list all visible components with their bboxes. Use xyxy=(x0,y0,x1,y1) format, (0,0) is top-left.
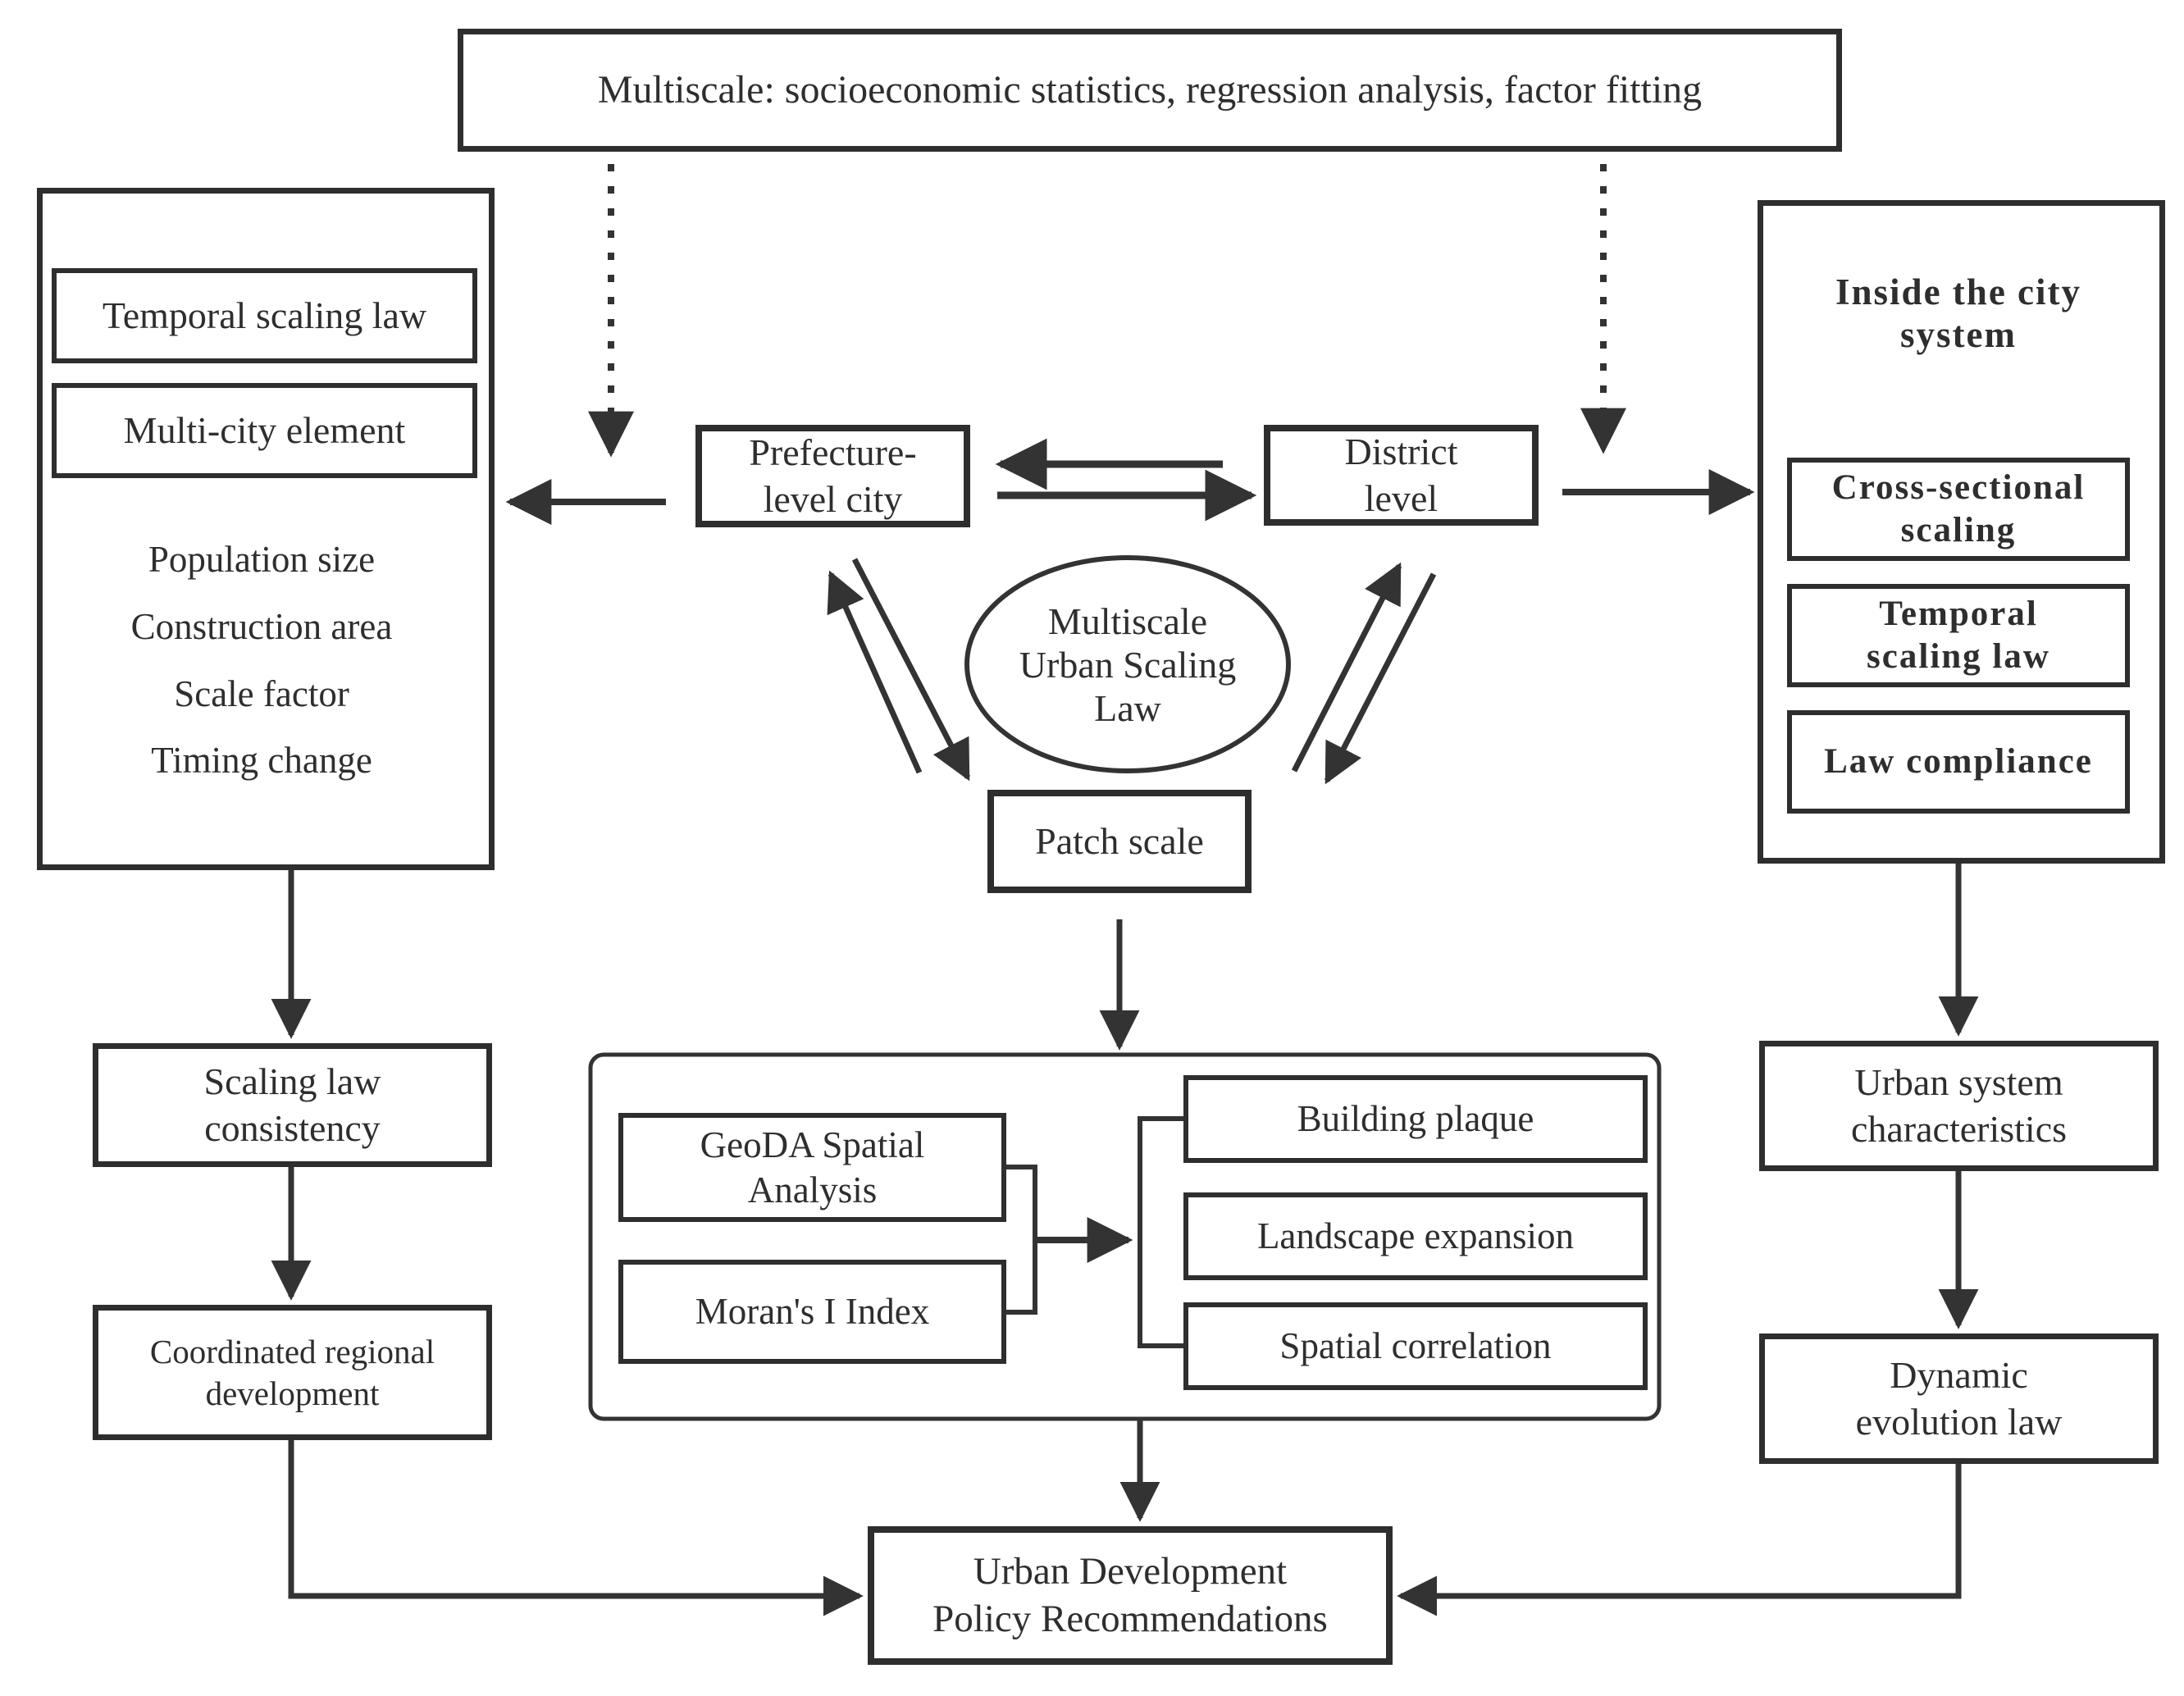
factor-construction-area: Construction area xyxy=(130,605,393,647)
factor-scale-factor: Scale factor xyxy=(174,672,349,714)
morans-i-index-box: Moran's I Index xyxy=(618,1260,1006,1364)
arrow-patch-to-prefecture xyxy=(827,570,923,774)
factors-list: Population size Construction area Scale … xyxy=(77,510,446,811)
patch-scale-box: Patch scale xyxy=(987,790,1252,893)
temporal-scaling-law-right-box: Temporal scaling law xyxy=(1787,584,2130,687)
geoda-moran-bracket xyxy=(1006,1165,1037,1315)
coordinated-regional-development-box: Coordinated regional development xyxy=(93,1305,492,1440)
factor-population-size: Population size xyxy=(148,538,376,580)
urban-system-characteristics-box: Urban system characteristics xyxy=(1759,1041,2159,1171)
multi-city-element-box: Multi-city element xyxy=(52,383,477,478)
factor-timing-change: Timing change xyxy=(151,740,372,782)
urban-development-policy-recommendations-box: Urban Development Policy Recommendations xyxy=(868,1526,1393,1665)
multiscale-urban-scaling-law-label: Multiscale Urban Scaling Law xyxy=(1019,600,1237,729)
law-compliance-box: Law compliance xyxy=(1787,710,2130,814)
spatial-correlation-box: Spatial correlation xyxy=(1183,1302,1648,1390)
multiscale-urban-scaling-law-ellipse xyxy=(964,555,1291,773)
analysis-group-container xyxy=(588,1052,1662,1421)
arrow-dynamic-to-outcome xyxy=(1397,1464,1962,1616)
inside-city-system-label: Inside the city system xyxy=(1835,271,2081,355)
arrow-prefecture-to-patch xyxy=(851,558,971,782)
arrow-coordinated-to-outcome xyxy=(288,1440,864,1616)
geoda-spatial-analysis-box: GeoDA Spatial Analysis xyxy=(618,1113,1006,1222)
temporal-scaling-law-box: Temporal scaling law xyxy=(52,268,477,363)
district-level-box: District level xyxy=(1264,425,1539,526)
landscape-expansion-box: Landscape expansion xyxy=(1183,1192,1648,1280)
cross-sectional-scaling-box: Cross-sectional scaling xyxy=(1787,458,2130,561)
dynamic-evolution-law-box: Dynamic evolution law xyxy=(1759,1334,2159,1464)
banner-multiscale-methods: Multiscale: socioeconomic statistics, re… xyxy=(458,29,1842,152)
arrow-district-to-patch xyxy=(1324,572,1437,785)
arrow-patch-to-district xyxy=(1291,562,1402,773)
prefecture-level-city-box: Prefecture- level city xyxy=(695,425,970,527)
outputs-bracket xyxy=(1138,1116,1183,1348)
building-plaque-box: Building plaque xyxy=(1183,1075,1648,1163)
scaling-law-consistency-box: Scaling law consistency xyxy=(93,1043,492,1167)
